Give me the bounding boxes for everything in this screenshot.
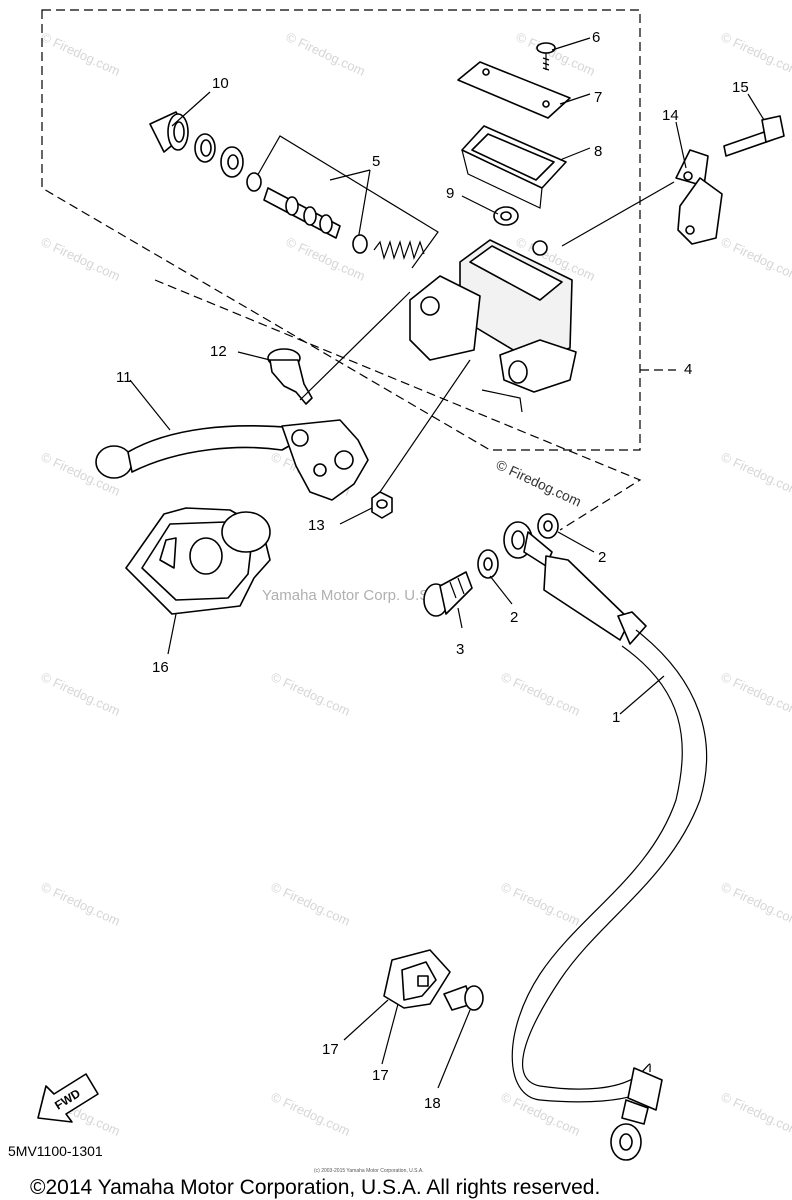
piston-part [263,187,341,239]
bushing-hole [500,211,512,221]
callout-18: 18 [424,1095,441,1112]
cup-part [352,234,368,254]
watermark-firedog: © Firedog.com [719,879,792,929]
copper-washer-hole [483,557,493,571]
clamp-bolt-18-part [443,985,484,1011]
callout-3: 3 [456,641,464,658]
watermark-firedog: © Firedog.com [269,1089,353,1139]
watermark-firedog: © Firedog.com [719,449,792,499]
washer-part [220,146,244,178]
watermark-firedog: © Firedog.com [284,29,368,79]
watermark-firedog: © Firedog.com [39,879,123,929]
callout-11: 11 [116,369,132,386]
reservoir-cap-part [457,61,571,119]
watermark-firedog: © Firedog.com [499,1089,583,1139]
callout-7: 7 [594,89,602,106]
screw-part [536,42,556,71]
callout-2a: 2 [598,549,606,566]
clutch-lever-part [95,419,369,501]
piston-kit-bracket [255,135,439,269]
watermark-firedog: © Firedog.com [39,669,123,719]
callout-15: 15 [732,79,749,96]
nut-part [371,491,393,519]
assembly-outline [41,9,641,451]
callout-5: 5 [372,153,380,170]
watermark-firedog: © Firedog.com [719,234,792,284]
diaphragm-part [461,125,567,209]
watermark-firedog-center: © Firedog.com [494,456,584,509]
clutch-hose-part [503,521,708,1161]
watermark-tiny-copyright: (c) 2003-2015 Yamaha Motor Corporation, … [314,1168,424,1174]
piston-kit-bracket-leads [329,169,371,241]
watermark-firedog: © Firedog.com [269,879,353,929]
watermark-firedog: © Firedog.com [499,669,583,719]
watermark-firedog: © Firedog.com [514,29,598,79]
leader-lines [129,37,765,1089]
pivot-bolt-part [267,348,313,405]
union-bolt-part [423,571,473,617]
callout-17b: 17 [372,1067,389,1084]
watermark-yamaha: Yamaha Motor Corp. U.S.A. [262,587,448,604]
callout-9: 9 [446,185,454,202]
callout-8: 8 [594,143,602,160]
copyright-notice: ©2014 Yamaha Motor Corporation, U.S.A. A… [30,1176,600,1199]
callout-17a: 17 [322,1041,339,1058]
bracket-part [675,149,723,245]
lever-dash-guide [154,279,642,531]
lever-cover-part [125,507,271,615]
callout-10: 10 [212,75,229,92]
hose-clamp-part [383,949,451,1009]
watermark-firedog: © Firedog.com [499,879,583,929]
copper-washer-hole [543,520,553,532]
watermark-firedog: © Firedog.com [39,234,123,284]
callout-14: 14 [662,107,679,124]
watermark-firedog: © Firedog.com [39,29,123,79]
callout-6: 6 [592,29,600,46]
seal-part [246,172,262,192]
boot-part [149,111,189,153]
watermark-firedog: © Firedog.com [719,29,792,79]
callout-13: 13 [308,517,325,534]
master-cylinder-body [409,239,577,413]
spring-part [373,239,425,261]
circlip-part [194,133,216,163]
callout-16: 16 [152,659,169,676]
callout-12: 12 [210,343,227,360]
watermark-firedog: © Firedog.com [719,1089,792,1139]
watermark-firedog: © Firedog.com [269,669,353,719]
callout-2b: 2 [510,609,518,626]
callout-4: 4 [684,361,692,378]
watermark-firedog: © Firedog.com [719,669,792,719]
clamp-bolt-part [723,115,785,157]
diagram-code: 5MV1100-1301 [8,1143,103,1159]
callout-1: 1 [612,709,620,726]
